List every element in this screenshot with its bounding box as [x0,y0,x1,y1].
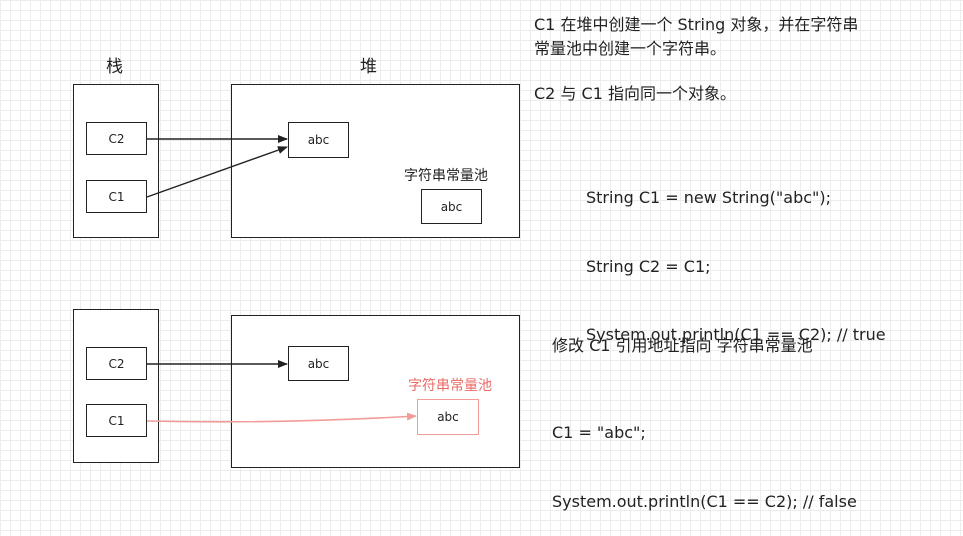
note-top-line1: C1 在堆中创建一个 String 对象，并在字符串 [534,15,859,34]
heap-object-1: abc [288,122,349,158]
code1-line-1: String C1 = new String("abc"); [586,188,832,208]
c1-ref-1: C1 [86,180,147,213]
note-top-line2: 常量池中创建一个字符串。 [534,39,727,58]
c2-ref-1: C2 [86,122,147,155]
code1-line-3: System.out.println(C1 == C2); // true [586,324,886,344]
note-top-line3: C2 与 C1 指向同一个对象。 [534,84,736,103]
c1-ref-2: C1 [86,404,147,437]
reference-arrows [146,135,417,423]
pool-object-2: abc [417,399,479,435]
heap-area-2 [231,315,520,468]
stack-label: 栈 [106,57,123,77]
pool-object-1: abc [421,189,482,224]
code1-line-2: String C2 = C1; [586,256,711,276]
string-pool-label-1: 字符串常量池 [404,168,488,184]
arrow-c1-to-heap-1 [146,146,288,198]
c2-ref-2: C2 [86,347,147,380]
code2-line-2: System.out.println(C1 == C2); // false [552,491,857,511]
code-block-2: C1 = "abc"; System.out.println(C1 == C2)… [552,377,857,536]
code-block-1: String C1 = new String("abc"); String C2… [586,142,886,369]
string-pool-label-2: 字符串常量池 [408,378,492,394]
stack-frame-2 [73,309,159,463]
heap-label: 堆 [360,57,377,77]
code2-line-1: C1 = "abc"; [552,423,646,443]
note-bottom-line1: 修改 C1 引用地址指向 字符串常量池 [552,336,813,355]
arrow-c1-to-pool-2 [146,412,417,423]
heap-object-2: abc [288,346,349,381]
